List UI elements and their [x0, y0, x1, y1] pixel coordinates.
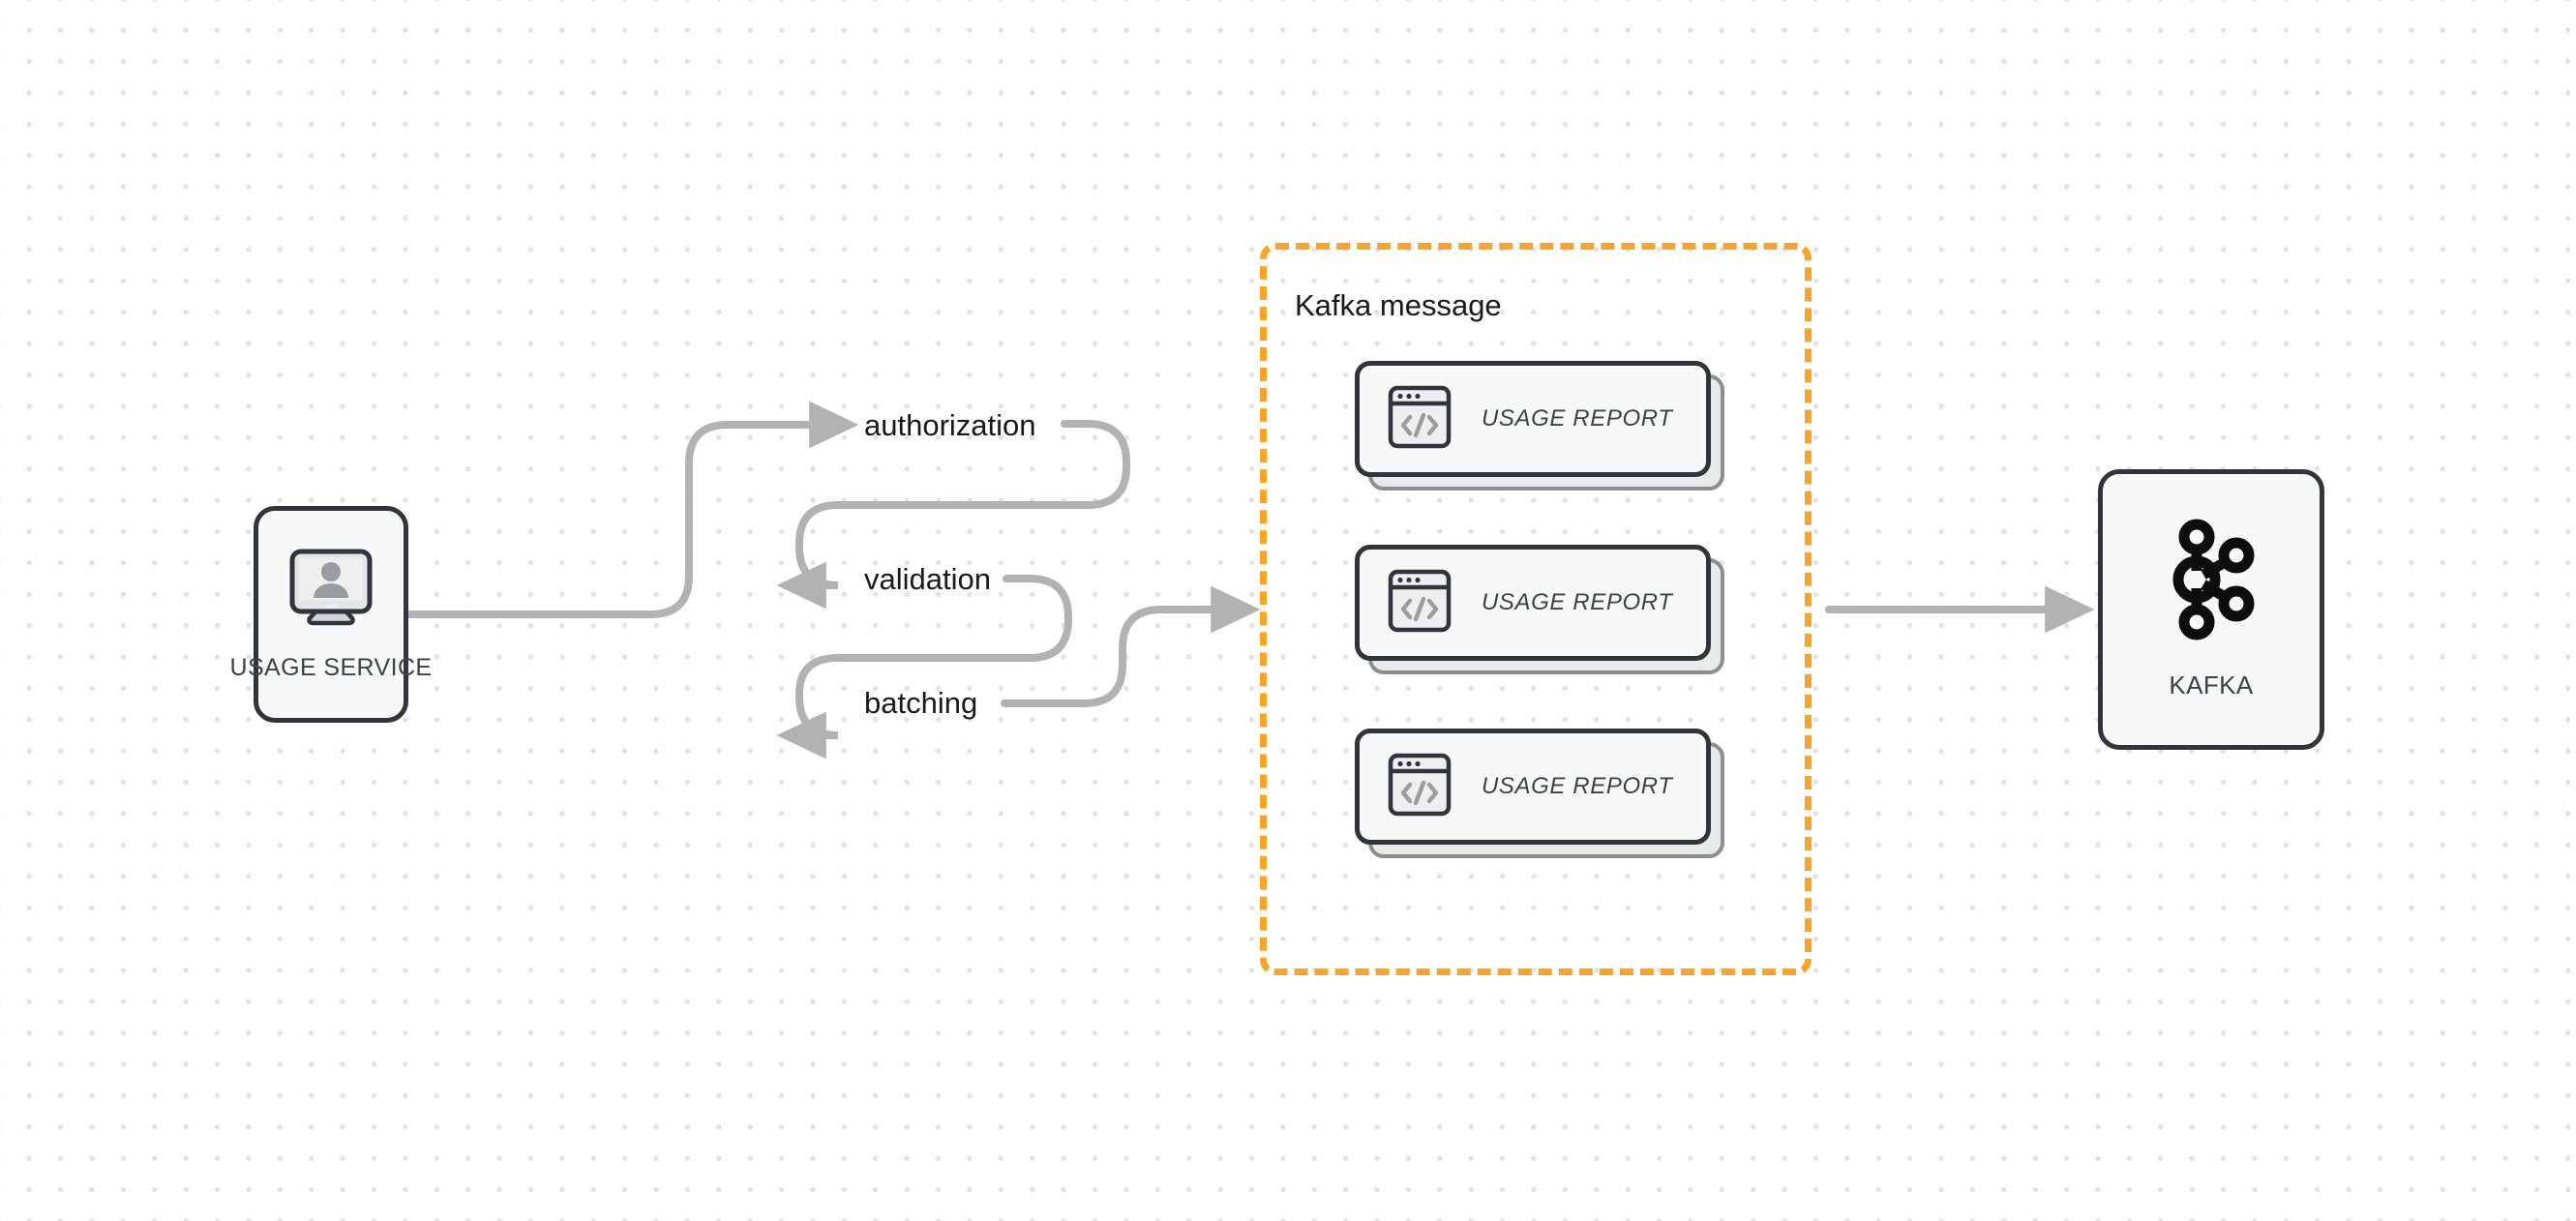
- kafka-logo-icon: [2161, 519, 2261, 645]
- usage-report-label: USAGE REPORT: [1482, 773, 1673, 799]
- card-front: USAGE REPORT: [1355, 545, 1711, 661]
- code-window-icon: [1388, 385, 1452, 454]
- code-window-icon: [1388, 569, 1452, 638]
- usage-report-label: USAGE REPORT: [1482, 589, 1673, 615]
- kafka-message-title: Kafka message: [1295, 288, 1502, 322]
- kafka-message-group[interactable]: [1260, 243, 1812, 975]
- usage-report-card[interactable]: USAGE REPORT: [1355, 729, 1724, 858]
- pipeline-step-validation[interactable]: validation: [864, 562, 991, 596]
- monitor-user-icon: [286, 548, 375, 636]
- card-front: USAGE REPORT: [1355, 361, 1711, 477]
- usage-report-card[interactable]: USAGE REPORT: [1355, 545, 1724, 674]
- edge-batching-to-kafka-message: [1001, 585, 1261, 707]
- usage-report-label: USAGE REPORT: [1482, 405, 1673, 432]
- usage-report-card[interactable]: USAGE REPORT: [1355, 361, 1724, 491]
- node-kafka[interactable]: KAFKA: [2098, 469, 2324, 750]
- node-usage-service[interactable]: USAGE SERVICE: [230, 506, 432, 723]
- pipeline-step-authorization[interactable]: authorization: [864, 408, 1036, 442]
- code-window-icon: [1388, 753, 1452, 821]
- node-kafka-label: KAFKA: [2169, 670, 2254, 700]
- card-front: USAGE REPORT: [1355, 729, 1711, 845]
- pipeline-step-batching[interactable]: batching: [864, 686, 978, 720]
- edge-usage-service-to-authorization: [406, 401, 859, 618]
- edge-authorization-to-validation: [776, 420, 1130, 610]
- node-usage-service-label: USAGE SERVICE: [229, 653, 433, 681]
